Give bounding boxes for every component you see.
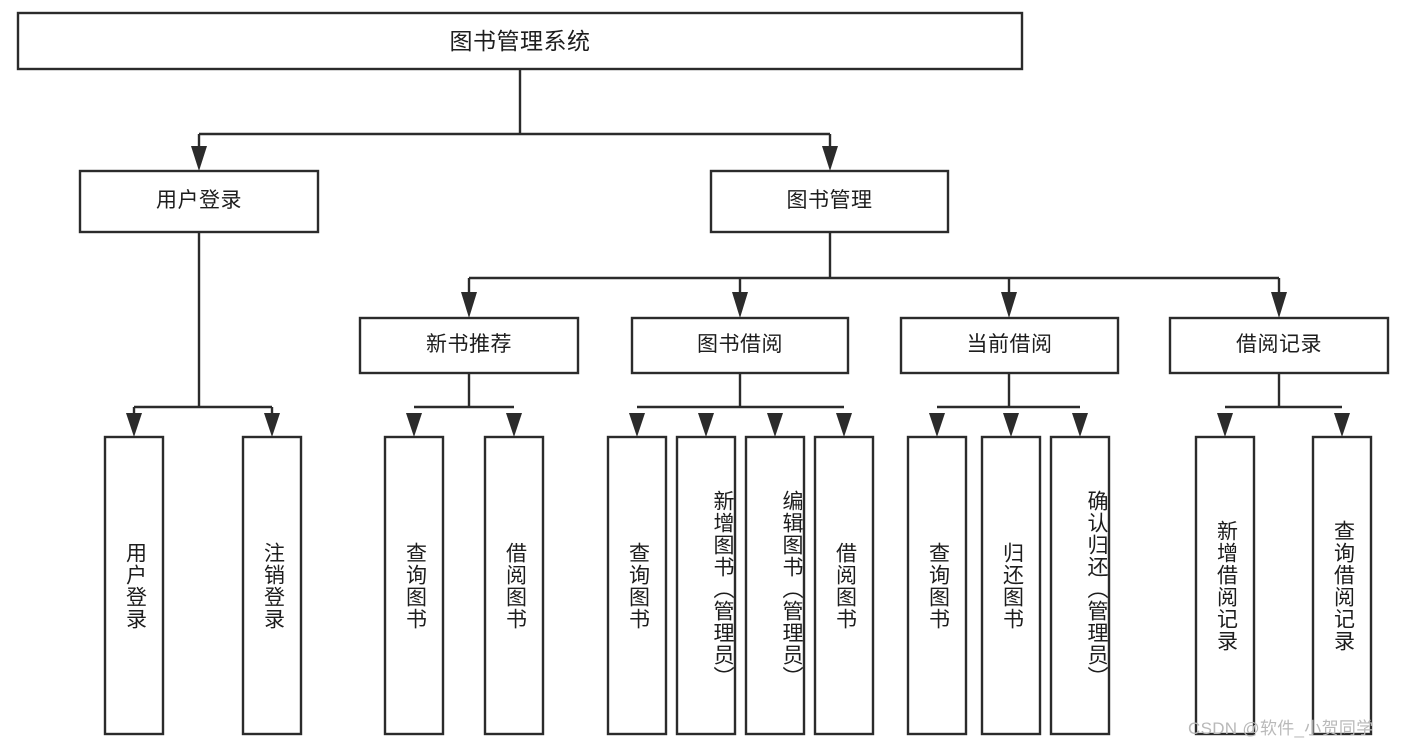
node-box-book-borrow[interactable] xyxy=(630,316,850,375)
arrow-head-leaf-borrow-record-1 xyxy=(1334,413,1350,437)
arrow-head-leaf-borrow-record-0 xyxy=(1217,413,1233,437)
node-box-leaf-new-book-0[interactable] xyxy=(383,435,445,736)
node-box-leaf-current-borrow-0[interactable] xyxy=(906,435,968,736)
arrow-head-leaf-current-borrow-1 xyxy=(1003,413,1019,437)
node-box-leaf-book-borrow-2[interactable] xyxy=(744,435,806,736)
arrow-head-leaf-current-borrow-2 xyxy=(1072,413,1088,437)
arrow-head-leaf-new-book-1 xyxy=(506,413,522,437)
node-box-leaf-borrow-record-0[interactable] xyxy=(1194,435,1256,736)
arrow-head-user-login xyxy=(191,146,207,171)
arrow-head-leaf-user-login-1 xyxy=(264,413,280,437)
node-box-leaf-current-borrow-1[interactable] xyxy=(980,435,1042,736)
node-box-current-borrow[interactable] xyxy=(899,316,1120,375)
arrow-head-leaf-book-borrow-0 xyxy=(629,413,645,437)
node-box-new-book-recommend[interactable] xyxy=(358,316,580,375)
node-box-book-management[interactable] xyxy=(709,169,950,234)
node-box-user-login[interactable] xyxy=(78,169,320,234)
node-box-leaf-user-login-0[interactable] xyxy=(103,435,165,736)
node-box-leaf-user-login-1[interactable] xyxy=(241,435,303,736)
arrow-head-leaf-current-borrow-0 xyxy=(929,413,945,437)
node-box-leaf-book-borrow-1[interactable] xyxy=(675,435,737,736)
node-box-root[interactable] xyxy=(16,11,1024,71)
arrow-head-new-book-recommend xyxy=(461,292,477,318)
node-box-borrow-record[interactable] xyxy=(1168,316,1390,375)
node-box-leaf-new-book-1[interactable] xyxy=(483,435,545,736)
arrow-head-leaf-user-login-0 xyxy=(126,413,142,437)
arrow-head-leaf-book-borrow-3 xyxy=(836,413,852,437)
node-box-leaf-current-borrow-2[interactable] xyxy=(1049,435,1111,736)
arrow-head-book-borrow xyxy=(732,292,748,318)
node-box-leaf-book-borrow-0[interactable] xyxy=(606,435,668,736)
arrow-head-borrow-record xyxy=(1271,292,1287,318)
node-box-leaf-book-borrow-3[interactable] xyxy=(813,435,875,736)
watermark-text: CSDN @软件_小贺同学 xyxy=(1188,719,1374,738)
arrow-head-leaf-book-borrow-1 xyxy=(698,413,714,437)
arrow-head-current-borrow xyxy=(1001,292,1017,318)
node-box-leaf-borrow-record-1[interactable] xyxy=(1311,435,1373,736)
arrow-head-leaf-book-borrow-2 xyxy=(767,413,783,437)
arrow-head-book-management xyxy=(822,146,838,171)
arrow-head-leaf-new-book-0 xyxy=(406,413,422,437)
